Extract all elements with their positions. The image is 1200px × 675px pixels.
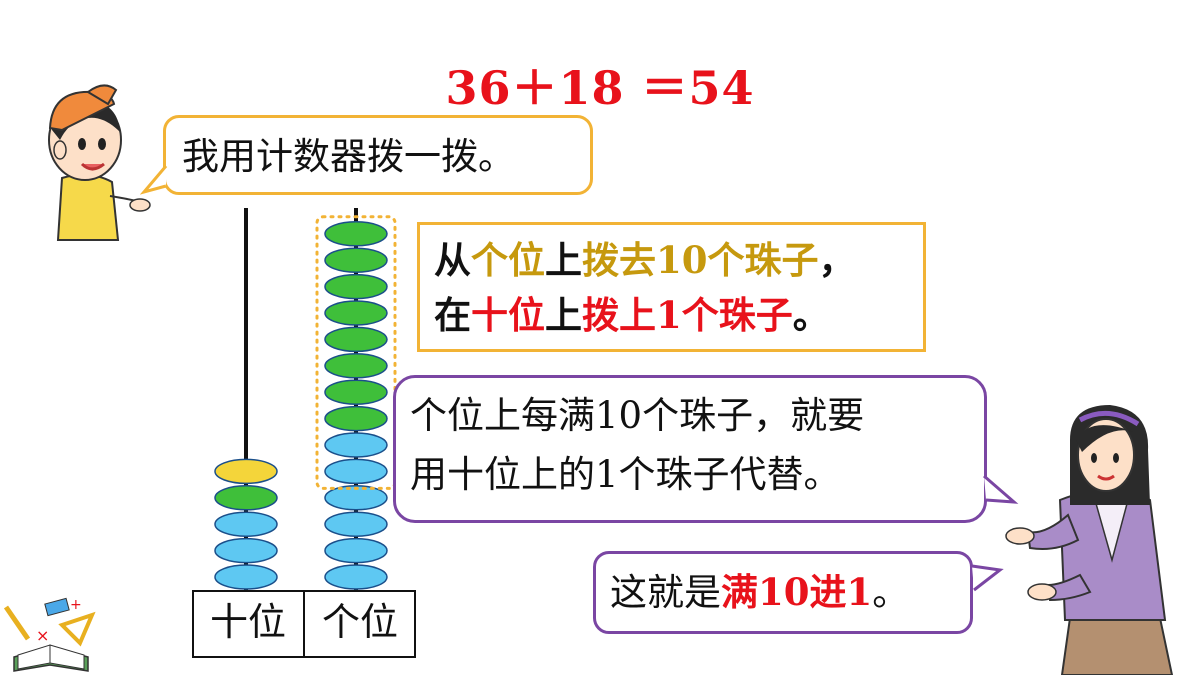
- instruction-segment: 从: [434, 238, 471, 282]
- ones-bead: [324, 458, 388, 485]
- rule-line-1: 个位上每满10个珠子，就要: [410, 394, 865, 437]
- instruction-segment: 上: [545, 292, 582, 337]
- ones-bead: [324, 300, 388, 326]
- instruction-line-2: 在十位上拨上1个珠子。: [434, 288, 909, 343]
- stationery-icon: × +: [3, 597, 96, 672]
- instruction-segment: 上: [545, 238, 582, 282]
- tens-bead: [214, 485, 278, 511]
- tens-label: 十位: [209, 600, 286, 644]
- conclusion-bubble-tail: [971, 564, 1004, 592]
- tens-bead: [214, 511, 278, 537]
- instruction-segment: 拨去10个珠子: [582, 238, 819, 282]
- svg-text:×: ×: [36, 626, 49, 645]
- boy-speech-text: 我用计数器拨一拨。: [182, 135, 515, 178]
- ones-bead: [324, 273, 388, 300]
- conclusion-suffix: 。: [872, 571, 910, 614]
- instruction-segment: 。: [792, 292, 830, 337]
- ones-bead: [324, 432, 388, 458]
- conclusion-prefix: 这就是: [610, 571, 721, 614]
- ones-bead: [324, 485, 388, 511]
- svg-text:+: +: [70, 597, 82, 613]
- rule-speech-bubble: 个位上每满10个珠子，就要 用十位上的1个珠子代替。: [393, 375, 987, 523]
- instruction-box: 从个位上拨去10个珠子， 在十位上拨上1个珠子。: [417, 222, 926, 352]
- ones-bead: [324, 511, 388, 537]
- ten-beads-group-outline: [315, 215, 397, 490]
- tens-bead: [214, 458, 278, 485]
- instruction-line-1: 从个位上拨去10个珠子，: [434, 233, 909, 288]
- instruction-segment: 十位: [471, 292, 545, 337]
- conclusion-bubble: 这就是满10进1。: [593, 551, 973, 634]
- boy-illustration: [48, 84, 151, 241]
- ones-bead: [324, 326, 388, 353]
- ones-bead: [324, 379, 388, 405]
- rule-bubble-tail: [983, 474, 1019, 504]
- ones-label: 个位: [321, 600, 398, 644]
- instruction-segment: 拨上1个珠子: [582, 292, 793, 337]
- instruction-segment: ，: [818, 238, 856, 282]
- equation-title: 36＋18 ＝54: [445, 61, 755, 115]
- ones-bead: [324, 353, 388, 379]
- tens-bead: [214, 564, 278, 590]
- ones-bead: [324, 405, 388, 432]
- tens-bead: [214, 537, 278, 564]
- ones-bead: [324, 537, 388, 564]
- ones-bead: [324, 221, 388, 247]
- boy-bubble-tail: [140, 165, 168, 195]
- boy-speech-bubble: 我用计数器拨一拨。: [163, 115, 593, 195]
- rule-line-2: 用十位上的1个珠子代替。: [410, 453, 841, 497]
- instruction-segment: 个位: [471, 238, 545, 282]
- ones-bead: [324, 564, 388, 590]
- ones-bead: [324, 247, 388, 273]
- conclusion-highlight: 满10进1: [721, 570, 873, 614]
- instruction-segment: 在: [434, 292, 471, 337]
